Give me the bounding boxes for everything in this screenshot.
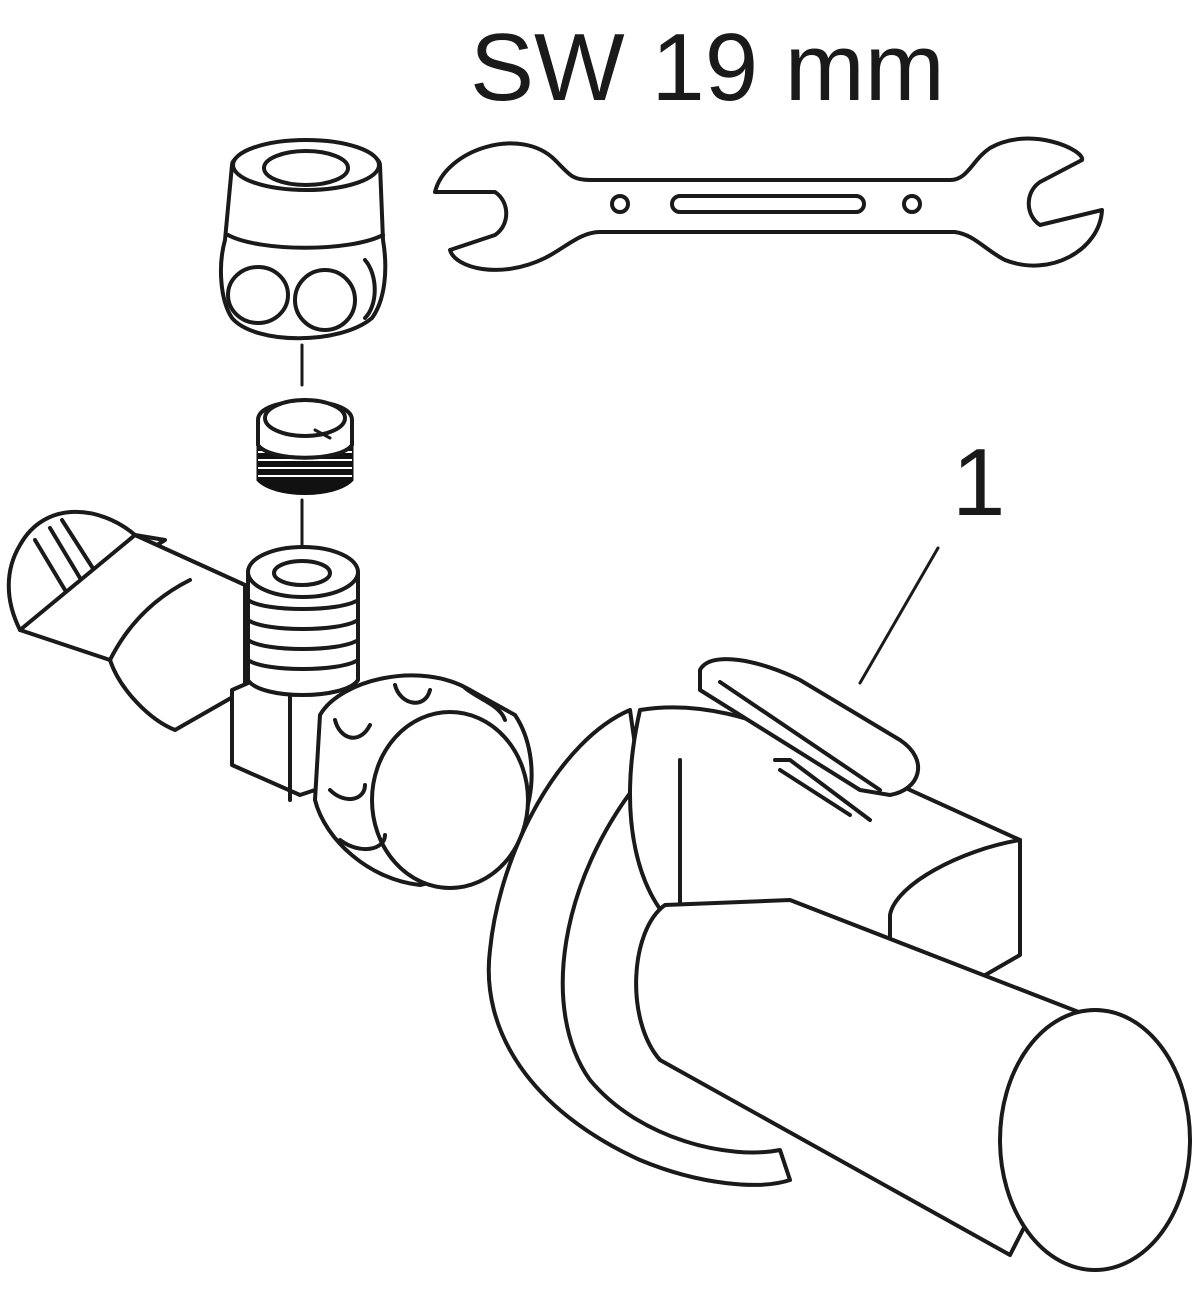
wrench-size-label: SW 19 mm [470, 14, 945, 121]
compression-ring [256, 398, 354, 495]
callout-number: 1 [952, 429, 1005, 536]
angle-valve [6, 509, 534, 890]
callout-line [858, 546, 940, 685]
union-nut [218, 138, 388, 341]
wrench-icon [433, 136, 1104, 272]
valve-cover [486, 657, 1192, 1272]
